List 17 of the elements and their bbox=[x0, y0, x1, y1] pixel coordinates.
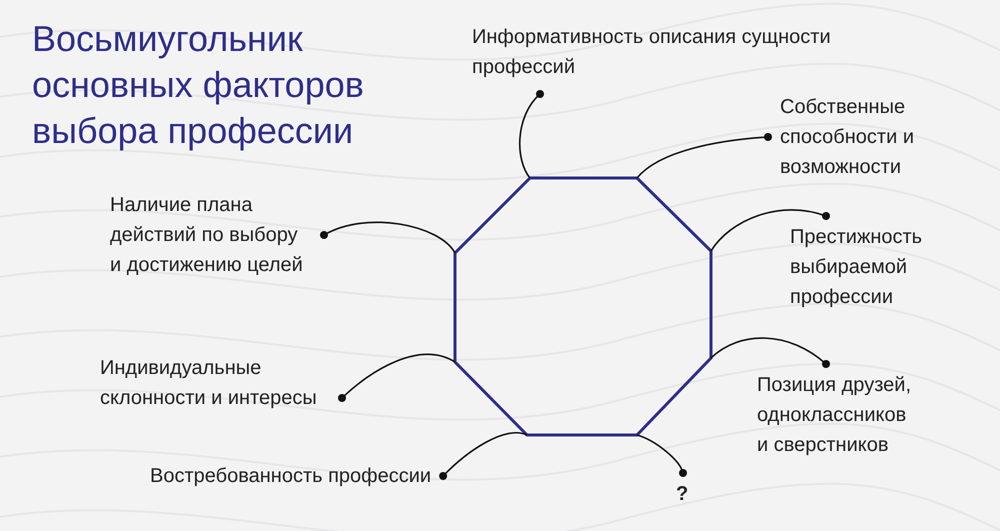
factor-label: Собственные способности и возможности bbox=[780, 92, 920, 182]
factor-label: Позиция друзей, одноклассников и сверстников bbox=[757, 370, 919, 460]
factor-label: Индивидуальные склонности и интересы bbox=[100, 353, 330, 413]
leader-line bbox=[636, 133, 772, 179]
leader-line bbox=[320, 222, 456, 254]
title: Восьмиугольник основных факторов выбора профессии bbox=[32, 17, 365, 153]
factor-label: Наличие плана действий по выбору и достижению целей bbox=[110, 190, 310, 280]
leader-line bbox=[710, 209, 830, 252]
leader-line bbox=[338, 354, 456, 402]
leader-line bbox=[439, 432, 528, 480]
leader-line bbox=[710, 337, 830, 368]
factor-label: Информативность описания сущности профессий bbox=[472, 22, 832, 82]
factor-label: Востребованность профессии bbox=[150, 461, 432, 491]
factor-label: Престижность выбираемой профессии bbox=[790, 222, 930, 312]
leader-line bbox=[636, 434, 687, 477]
leader-line bbox=[519, 90, 544, 178]
factor-label: ? bbox=[676, 479, 688, 509]
